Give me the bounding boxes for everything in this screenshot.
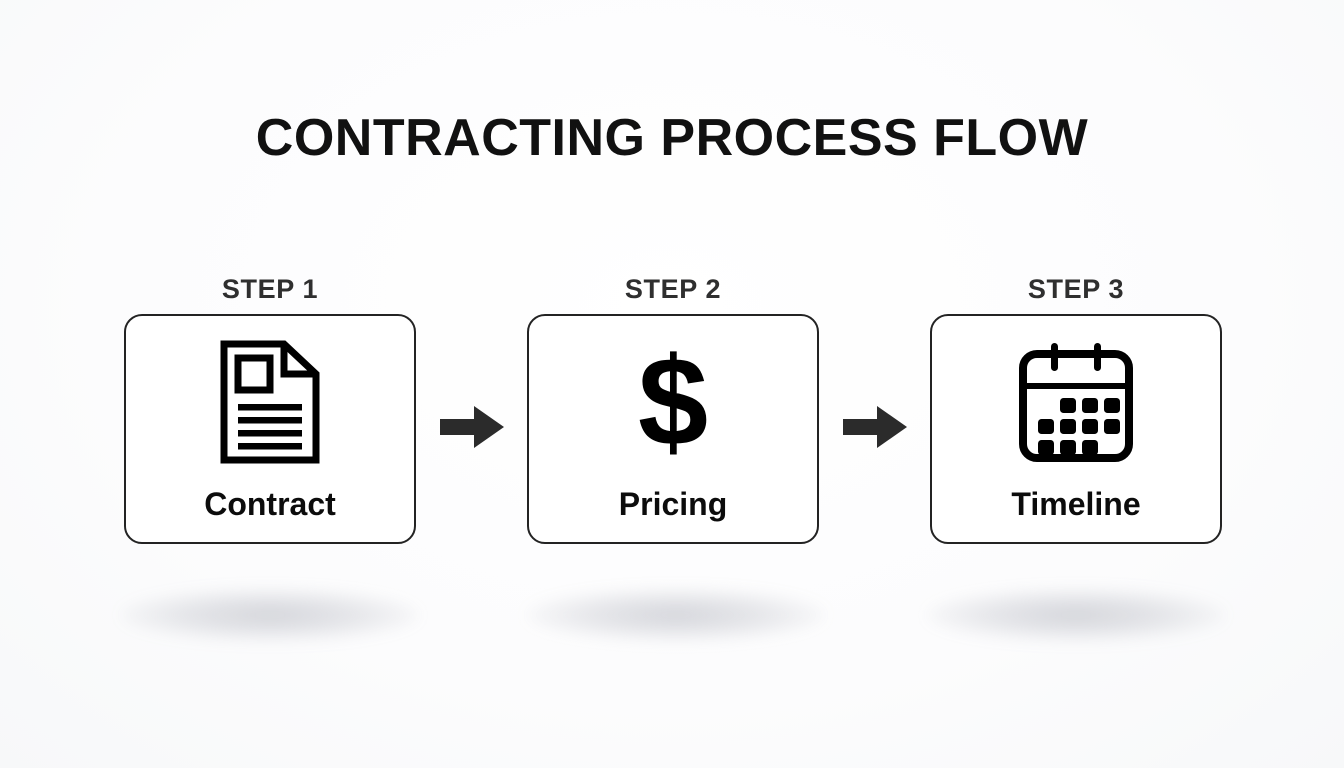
step-card-contract[interactable]: STEP 1 Contract <box>124 276 416 544</box>
card-shadow <box>120 588 420 642</box>
card-title: Timeline <box>1011 486 1141 522</box>
card-shadow <box>926 588 1226 642</box>
process-flow: STEP 1 Contract <box>124 276 1222 566</box>
card-title: Contract <box>204 486 336 522</box>
card-pricing[interactable]: $ Pricing <box>527 314 819 544</box>
card-title: Pricing <box>618 486 728 522</box>
document-icon <box>218 340 322 464</box>
page-title: CONTRACTING PROCESS FLOW <box>255 109 1089 167</box>
step-card-pricing[interactable]: STEP 2 $ Pricing <box>527 276 819 544</box>
card-timeline[interactable]: Timeline <box>930 314 1222 544</box>
arrow-right-icon <box>439 404 504 455</box>
step-card-timeline[interactable]: STEP 3 <box>930 276 1222 544</box>
step-label: STEP 2 <box>624 274 722 304</box>
calendar-icon <box>1018 342 1134 462</box>
card-shadow <box>526 588 826 642</box>
step-label: STEP 3 <box>1027 274 1125 304</box>
arrow-right-icon <box>842 404 907 455</box>
dollar-sign-icon: $ <box>637 330 709 472</box>
card-contract[interactable]: Contract <box>124 314 416 544</box>
dollar-glyph: $ <box>637 330 709 472</box>
step-label: STEP 1 <box>221 274 319 304</box>
connector-1 <box>416 314 527 544</box>
connector-2 <box>819 314 930 544</box>
